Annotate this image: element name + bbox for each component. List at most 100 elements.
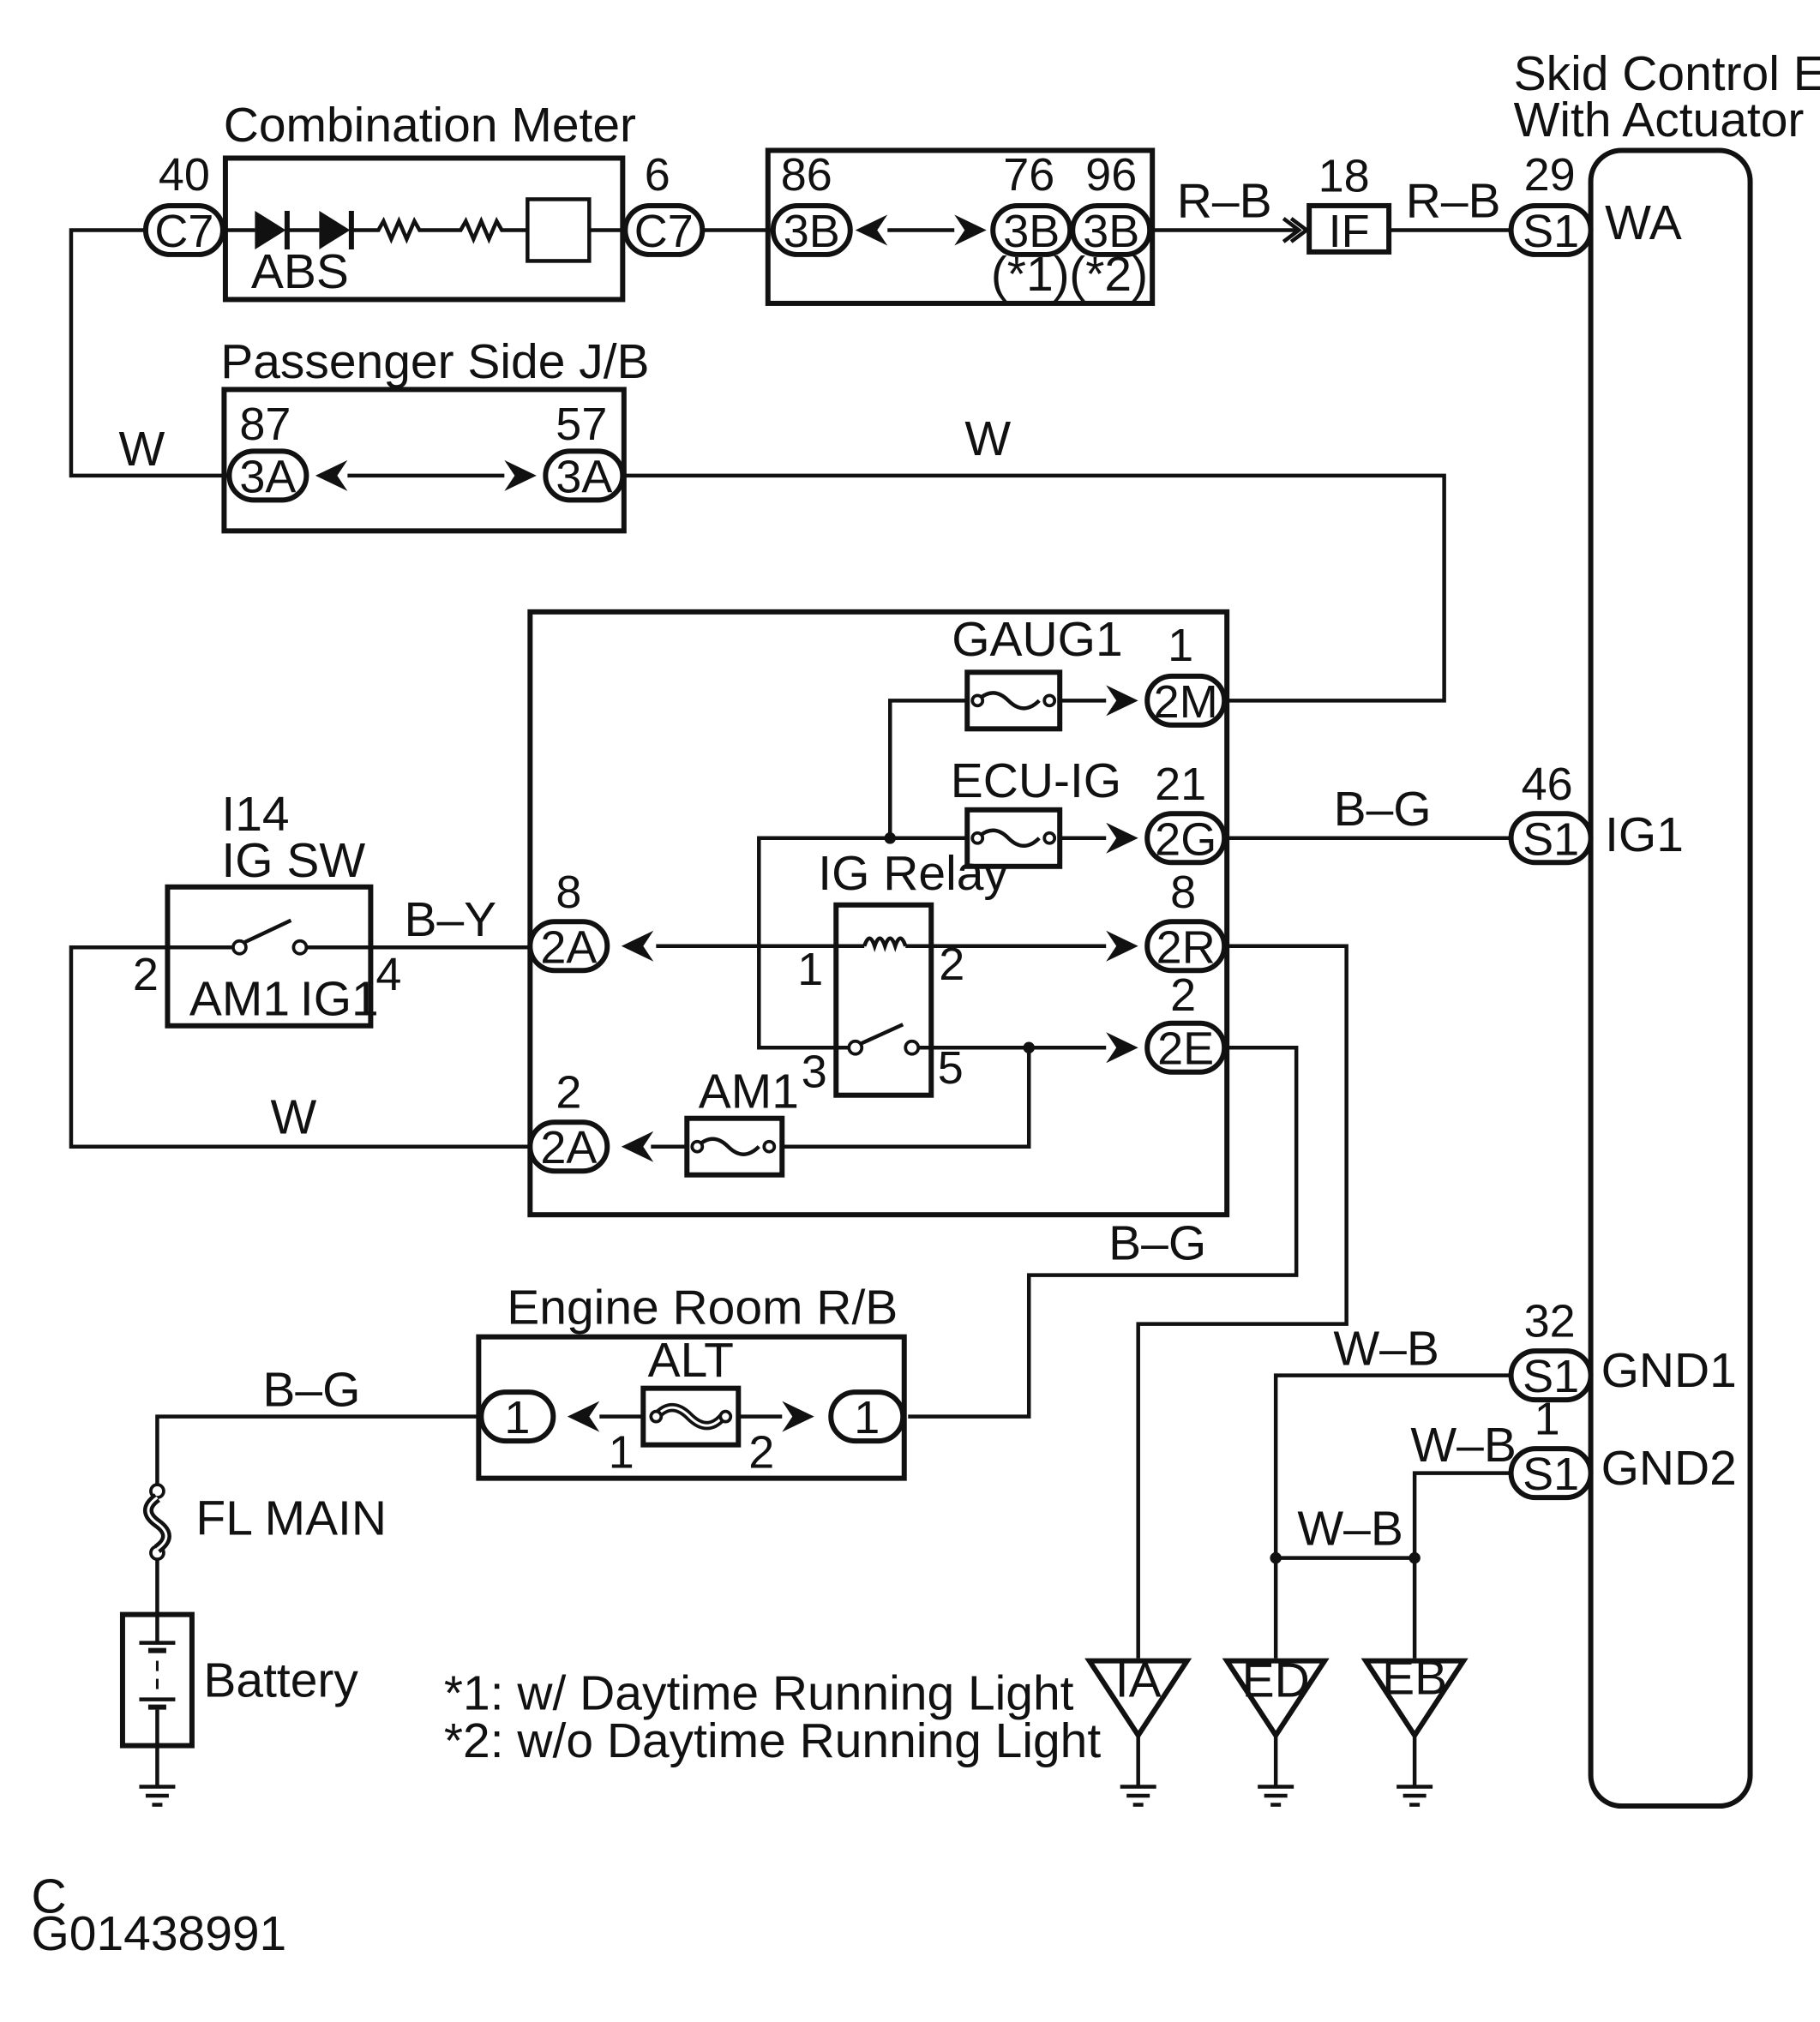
earth-symbols	[139, 1785, 1433, 1807]
svg-text:18: 18	[1318, 150, 1370, 201]
svg-text:W–B: W–B	[1333, 1322, 1439, 1377]
footnote-1: *1: w/ Daytime Running Light	[444, 1666, 1074, 1721]
section-letter: C	[31, 1869, 66, 1924]
svg-text:W: W	[119, 422, 165, 477]
connector-label: 3A	[556, 451, 612, 502]
engine-room-rb-box	[476, 1334, 907, 1481]
ecu-ig-label: ECU-IG	[951, 753, 1121, 808]
svg-text:R–B: R–B	[1406, 173, 1501, 228]
svg-text:1: 1	[797, 944, 823, 995]
connector-2m	[1144, 673, 1228, 728]
chevron-right-icon	[1106, 930, 1138, 962]
connector-label: 3B	[784, 206, 840, 257]
svg-text:GND1: GND1	[1601, 1343, 1737, 1398]
connector-c7-out	[622, 202, 706, 257]
earth-icon	[1258, 1785, 1294, 1807]
ig-switch-box	[165, 884, 374, 1029]
connector-rb-1-left	[478, 1389, 556, 1444]
connector-2r	[1144, 919, 1228, 974]
connector-label: S1	[1523, 813, 1579, 865]
ig-relay-box	[833, 902, 934, 1098]
connector-label: 2A	[540, 921, 597, 973]
ground-labels: IA ED EB	[1115, 1651, 1447, 1708]
connector-label: 1	[854, 1392, 880, 1443]
chevron-left-icon	[621, 930, 654, 962]
passenger-jb-label: Passenger Side J/B	[220, 334, 649, 389]
junction-block-box	[527, 609, 1230, 1218]
connector-label: 2G	[1155, 813, 1216, 865]
chevron-left-icon	[855, 214, 888, 246]
alt-fuse-label: ALT	[648, 1333, 734, 1388]
page-footer: C G01438991	[31, 1869, 286, 1961]
chevron-left-icon	[315, 459, 348, 491]
battery-label: Battery	[203, 1653, 358, 1708]
resistor-icon	[351, 216, 528, 244]
svg-text:GND2: GND2	[1601, 1441, 1737, 1496]
note-marker-2: (*2)	[1069, 247, 1148, 302]
connector-label: 2R	[1156, 921, 1216, 973]
relay-coil-icon	[862, 936, 908, 952]
connector-if	[1306, 202, 1392, 255]
svg-text:2: 2	[133, 949, 159, 1000]
svg-text:W: W	[964, 411, 1011, 466]
connector-2a-8	[527, 919, 610, 974]
earth-icon	[1120, 1785, 1156, 1807]
chevron-left-icon	[567, 1401, 600, 1432]
junction-dots	[884, 832, 1421, 1564]
svg-text:1: 1	[609, 1427, 634, 1479]
pin-numbers: 40 6 86 76 96 18 29 87 57 1 21 46 8 8 2 …	[133, 149, 1576, 1479]
chevron-right-icon	[1106, 1032, 1138, 1064]
diode-icon	[255, 210, 286, 249]
ground-ed-icon	[1222, 1658, 1330, 1741]
ground-eb-icon	[1360, 1658, 1469, 1741]
note-marker-1: (*1)	[991, 247, 1070, 302]
svg-text:57: 57	[556, 399, 607, 450]
connector-3a-87	[226, 448, 309, 503]
svg-text:IG1: IG1	[1605, 807, 1684, 862]
connector-label: 2A	[540, 1122, 597, 1173]
ig-switch-ig1-label: IG1	[300, 972, 379, 1027]
svg-text:B–G: B–G	[1108, 1216, 1206, 1271]
ecu-title-line2: With Actuator	[1514, 93, 1805, 147]
svg-text:ED: ED	[1242, 1653, 1310, 1708]
meter-internals	[225, 197, 623, 263]
chevron-right-icon	[954, 214, 987, 246]
wires	[69, 228, 1511, 1787]
svg-text:3: 3	[802, 1047, 827, 1098]
connector-label: 3A	[239, 451, 296, 502]
svg-text:IA: IA	[1115, 1653, 1162, 1708]
connector-3b-86	[770, 202, 853, 257]
junction-3b-box	[765, 147, 1156, 306]
passenger-jb-box	[221, 387, 627, 534]
svg-text:WA: WA	[1605, 195, 1682, 250]
svg-text:8: 8	[1170, 867, 1196, 918]
svg-text:1: 1	[1535, 1394, 1560, 1445]
svg-text:B–G: B–G	[1334, 782, 1432, 837]
connector-3a-57	[543, 448, 626, 503]
ig-relay-label: IG Relay	[818, 846, 1008, 901]
fl-main-label: FL MAIN	[195, 1491, 387, 1546]
figure-code: G01438991	[31, 1906, 286, 1961]
connector-s1-1	[1508, 1446, 1594, 1501]
svg-text:76: 76	[1003, 149, 1054, 201]
svg-text:8: 8	[556, 867, 581, 918]
svg-text:W–B: W–B	[1297, 1502, 1403, 1557]
svg-text:96: 96	[1085, 149, 1137, 201]
svg-text:29: 29	[1524, 149, 1576, 201]
svg-text:B–G: B–G	[262, 1363, 360, 1418]
component-labels: Combination Meter ABS Passenger Side J/B…	[189, 46, 1820, 1708]
svg-text:2: 2	[748, 1427, 774, 1479]
connector-label: S1	[1523, 1351, 1579, 1402]
svg-text:2: 2	[556, 1067, 581, 1119]
diode-icon	[319, 210, 351, 249]
connector-label: 2M	[1154, 676, 1218, 728]
svg-text:W–B: W–B	[1410, 1418, 1516, 1473]
wire-color-labels: R–B R–B W W W B–G B–Y B–G B–G W–B W–B W–…	[119, 173, 1517, 1556]
connector-label: IF	[1329, 206, 1370, 257]
chevron-right-icon	[1106, 685, 1138, 717]
ground-ia-icon	[1084, 1658, 1192, 1741]
connector-label: C7	[154, 206, 213, 257]
svg-text:1: 1	[1168, 620, 1193, 671]
svg-text:46: 46	[1522, 759, 1573, 810]
